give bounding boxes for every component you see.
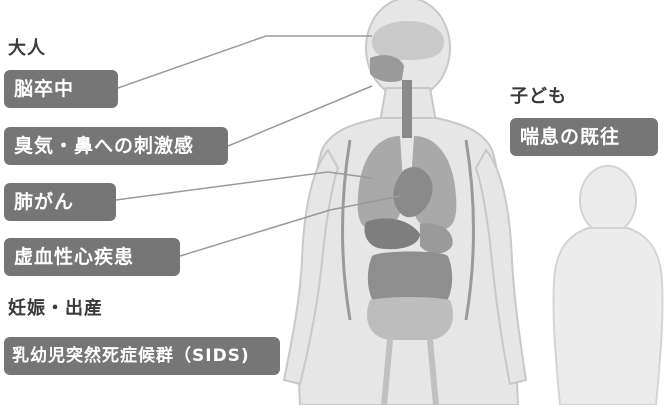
liver <box>364 218 420 250</box>
label-ischemic-heart-disease: 虚血性心疾患 <box>4 238 180 276</box>
pelvis <box>366 297 454 340</box>
leader-ischemic <box>179 195 401 257</box>
nasal-cavity <box>370 55 404 82</box>
adult-right-arm <box>474 148 528 386</box>
pregnancy-heading: 妊娠・出産 <box>8 298 103 319</box>
right-leg-bone <box>427 339 439 405</box>
adult-left-arm <box>282 148 340 386</box>
child-body <box>552 165 664 405</box>
blood-vessel-left <box>341 139 352 321</box>
left-lung <box>357 136 404 231</box>
brain <box>372 21 444 60</box>
adult-organs <box>341 21 475 405</box>
stomach <box>420 223 453 254</box>
label-odor-nose-irritation: 臭気・鼻への刺激感 <box>4 127 228 165</box>
child-torso <box>552 227 664 405</box>
adult-heading: 大人 <box>8 38 46 59</box>
heart <box>393 167 433 218</box>
label-stroke: 脳卒中 <box>4 70 118 108</box>
left-leg-bone <box>381 339 393 405</box>
leader-odor <box>227 85 373 147</box>
child-head <box>579 165 637 235</box>
trachea <box>402 80 412 138</box>
blood-vessel-right <box>464 139 475 321</box>
leader-lines <box>115 35 401 257</box>
child-heading: 子ども <box>510 86 567 107</box>
label-sids: 乳幼児突然死症候群（SIDS) <box>4 337 280 375</box>
leader-stroke <box>117 35 372 89</box>
label-lung-cancer: 肺がん <box>4 183 116 221</box>
label-asthma-history: 喘息の既往 <box>510 118 658 156</box>
leader-lungcancer <box>115 171 373 201</box>
